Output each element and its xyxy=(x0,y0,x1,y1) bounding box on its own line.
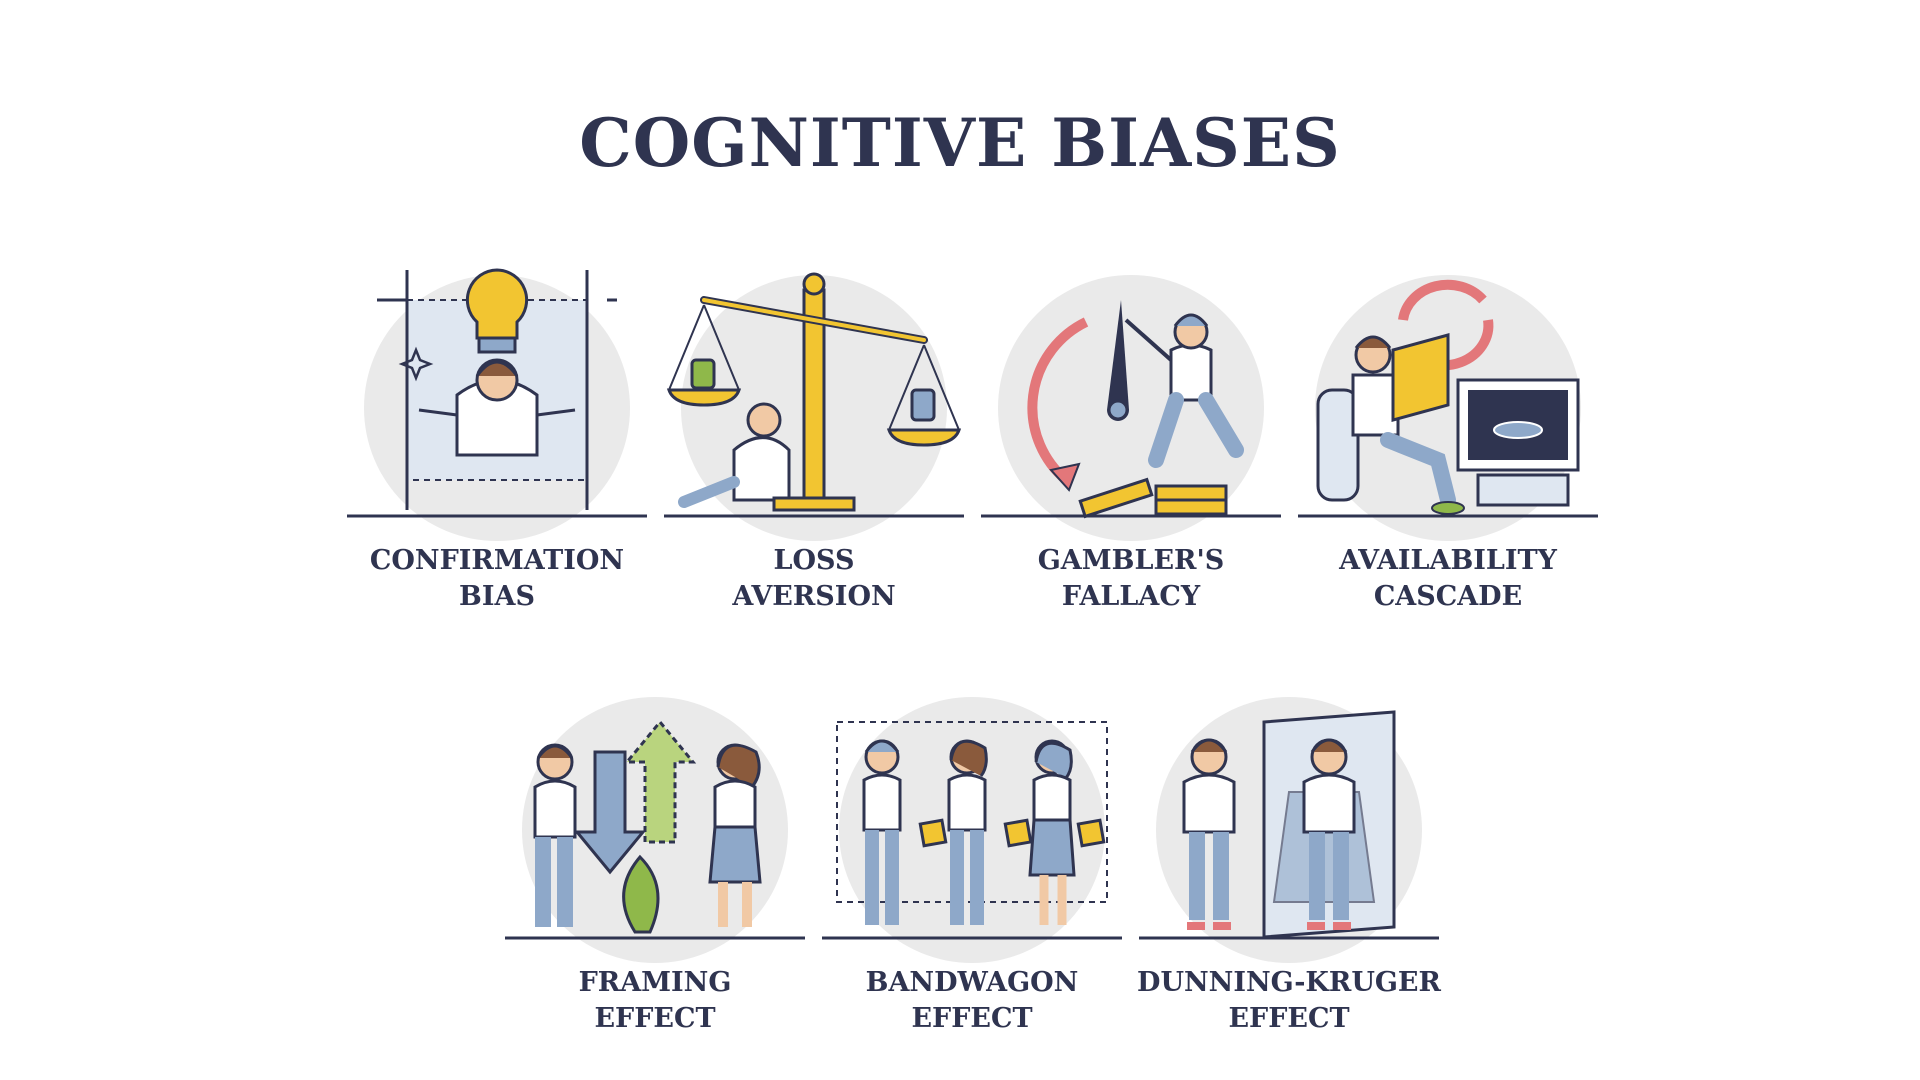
label-line2: FALLACY xyxy=(1061,581,1201,612)
card-availability-cascade: AVAILABILITY CASCADE xyxy=(1298,260,1598,640)
label-line2: CASCADE xyxy=(1373,581,1523,612)
label-loss-aversion: LOSS AVERSION xyxy=(644,543,984,615)
label-line1: CONFIRMATION xyxy=(369,545,625,576)
label-line2: AVERSION xyxy=(732,581,896,612)
label-line1: LOSS xyxy=(773,545,855,576)
mirror-superhero-icon xyxy=(1139,697,1439,963)
page-title: COGNITIVE BIASES xyxy=(579,104,1341,182)
clock-hand-coins-icon xyxy=(981,275,1281,541)
card-loss-aversion: LOSS AVERSION xyxy=(664,260,964,640)
news-tv-ufo-icon xyxy=(1298,275,1598,541)
card-confirmation-bias: CONFIRMATION BIAS xyxy=(347,260,647,640)
lightbulb-mirror-icon xyxy=(347,268,647,541)
card-dunning-kruger-effect: DUNNING-KRUGER EFFECT xyxy=(1137,682,1441,1062)
card-gamblers-fallacy: GAMBLER'S FALLACY xyxy=(981,260,1281,640)
balance-scale-icon xyxy=(664,272,964,541)
label-line1: BANDWAGON xyxy=(865,967,1079,998)
label-line1: GAMBLER'S xyxy=(1037,545,1225,576)
label-dunning-kruger-effect: DUNNING-KRUGER EFFECT xyxy=(1119,965,1459,1037)
label-line2: EFFECT xyxy=(911,1003,1033,1034)
label-line1: FRAMING xyxy=(578,967,732,998)
label-line2: EFFECT xyxy=(594,1003,716,1034)
label-line1: DUNNING-KRUGER xyxy=(1137,967,1441,998)
arrows-up-down-icon xyxy=(505,697,805,963)
card-bandwagon-effect: BANDWAGON EFFECT xyxy=(822,682,1122,1062)
group-following-icon xyxy=(822,697,1122,963)
label-gamblers-fallacy: GAMBLER'S FALLACY xyxy=(961,543,1301,615)
label-line2: BIAS xyxy=(459,581,535,612)
card-framing-effect: FRAMING EFFECT xyxy=(505,682,805,1062)
label-line2: EFFECT xyxy=(1228,1003,1350,1034)
label-availability-cascade: AVAILABILITY CASCADE xyxy=(1278,543,1618,615)
label-confirmation-bias: CONFIRMATION BIAS xyxy=(327,543,667,615)
label-line1: AVAILABILITY xyxy=(1339,545,1557,576)
label-bandwagon-effect: BANDWAGON EFFECT xyxy=(802,965,1142,1037)
label-framing-effect: FRAMING EFFECT xyxy=(485,965,825,1037)
